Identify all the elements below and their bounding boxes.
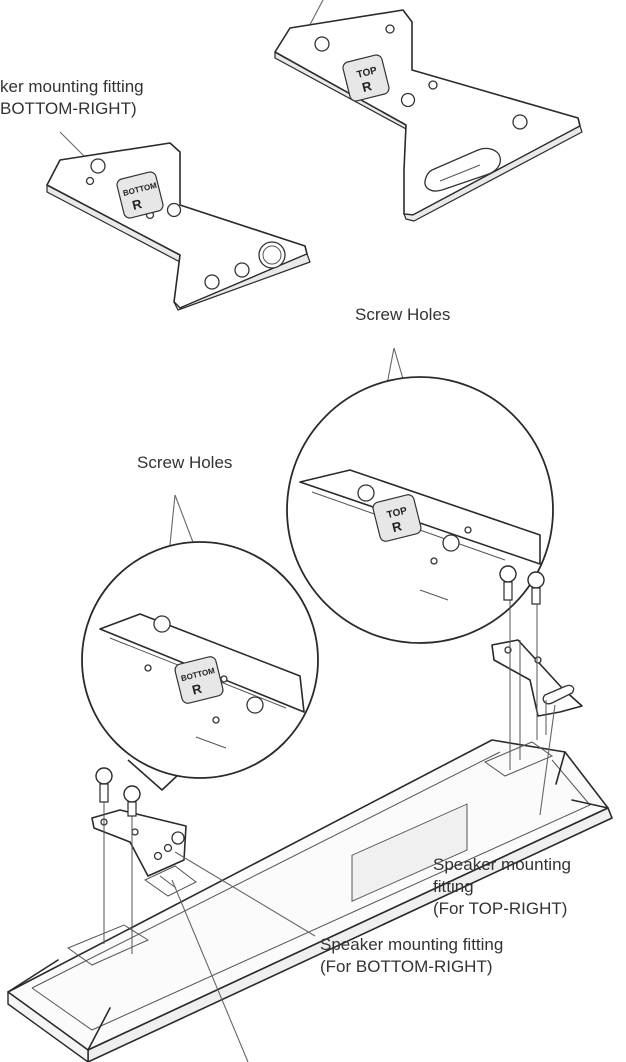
caption-fitting-bottom-right-line2: BOTTOM-RIGHT) <box>0 99 137 118</box>
r-mark-letter: R <box>191 681 204 698</box>
label-fitting-top-right-line2: fitting <box>433 877 474 896</box>
r-mark-letter: R <box>131 196 144 213</box>
screw-icon <box>123 785 141 803</box>
label-screw-holes-right: Screw Holes <box>355 305 451 324</box>
speaker-bar <box>7 739 613 1062</box>
screw-icon <box>499 565 517 583</box>
fitting-bottom-right-detached: BOTTOM R <box>46 131 311 311</box>
speaker-top-face <box>7 739 609 1051</box>
fitting-top-right-detached: TOP R <box>274 0 583 222</box>
label-fitting-top-right-line3: (For TOP-RIGHT) <box>433 899 568 918</box>
label-screw-holes-left: Screw Holes <box>137 453 233 472</box>
label-fitting-bottom-right-line2: (For BOTTOM-RIGHT) <box>320 957 493 976</box>
top-mark-word: TOP <box>356 65 379 81</box>
label-fitting-top-right-line1: Speaker mounting <box>433 855 571 874</box>
r-mark-letter: R <box>360 78 373 95</box>
leader-terminal <box>171 879 249 1062</box>
screw-icon <box>95 767 113 785</box>
screw-icon <box>527 571 545 589</box>
leader-bottom-fitting <box>59 131 89 161</box>
zoom-callout-top: TOP R <box>286 347 554 644</box>
hole <box>314 36 330 52</box>
r-mark-letter: R <box>390 518 403 535</box>
top-mark-word: TOP <box>386 505 409 521</box>
zoom-callout-bottom: BOTTOM R <box>81 494 319 791</box>
fitting-top-right-mounted <box>491 565 583 816</box>
fitting-bottom-right-mounted <box>91 767 316 1062</box>
leader-fitting-bottom <box>174 851 316 937</box>
top-r-mark <box>342 54 390 102</box>
terminal-panel <box>144 865 197 897</box>
label-fitting-bottom-right-line1: Speaker mounting fitting <box>320 935 504 954</box>
leader-fitting-top <box>539 704 556 816</box>
speaker-recess <box>351 803 468 903</box>
caption-fitting-bottom-right-line1: ker mounting fitting <box>0 77 144 96</box>
